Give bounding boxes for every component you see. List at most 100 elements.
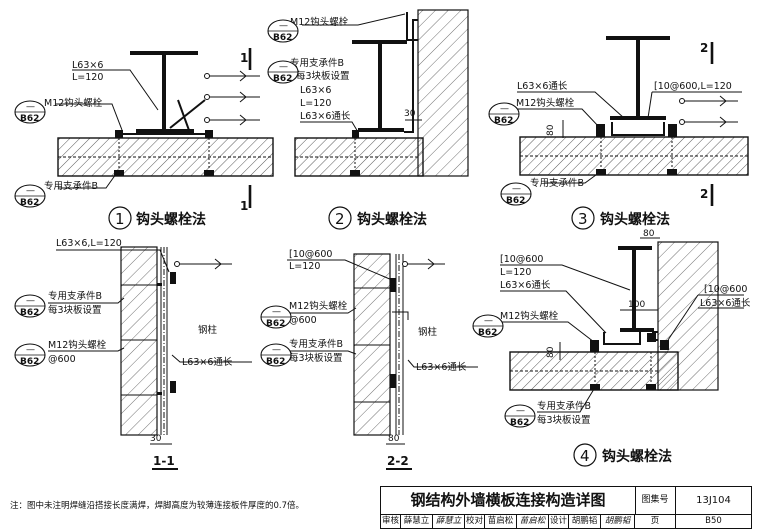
label-c10-600-l120: [10@600,L=120 xyxy=(654,81,732,92)
label-c10-600-d4-right: [10@600 xyxy=(704,284,747,295)
label-every-3-panels-s22: 每3块板设置 xyxy=(289,352,343,364)
title-block: 钢结构外墙横板连接构造详图 图集号 13J104 审核 薛慧立 薛慧立 校对 苗… xyxy=(380,486,752,529)
ref-top: — xyxy=(484,316,493,326)
detail-3: 2 2 L63×6通长 [10@600,L=120 M12钩头螺栓 — B62 … xyxy=(488,36,749,230)
atlas-number: 13J104 xyxy=(676,487,751,515)
label-m12-hook-bolt-d4: M12钩头螺栓 xyxy=(500,310,559,322)
dim-30-2: 30 xyxy=(404,109,416,119)
ref-bottom: B62 xyxy=(266,319,285,329)
section-1-1: L63×6,L=120 专用支承件B 每3块板设置 — B62 M12钩头螺栓 … xyxy=(14,238,252,470)
concrete-wall-4 xyxy=(657,241,719,391)
dim-80-s22: 80 xyxy=(388,434,400,444)
signature-row: 审核 薛慧立 薛慧立 校对 苗启松 苗启松 设计 胡鹏韬 胡鹏韬 页 B50 xyxy=(381,514,751,528)
review-label: 审核 xyxy=(381,514,401,528)
label-l63x6-long-s11: L63×6通长 xyxy=(182,356,233,368)
label-l120: L=120 xyxy=(72,72,103,83)
label-special-support-b-s22: 专用支承件B xyxy=(289,338,343,350)
designer-signature: 胡鹏韬 xyxy=(601,514,635,528)
ref-bottom: B62 xyxy=(478,328,497,338)
ref-top: — xyxy=(26,186,35,196)
detail-4-caption: 钩头螺栓法 xyxy=(602,448,672,465)
ref-bottom: B62 xyxy=(20,114,39,124)
i-beam-flange xyxy=(130,51,198,55)
label-steel-column-s11: 钢柱 xyxy=(198,324,218,336)
label-special-support-b-s11: 专用支承件B xyxy=(48,290,102,302)
section-1-1-title: 1-1 xyxy=(153,454,175,468)
section-1-1-wall xyxy=(120,246,158,436)
label-l120-2: L=120 xyxy=(300,98,331,109)
concrete-panel-3 xyxy=(519,136,749,176)
detail-4-number: 4 xyxy=(580,447,590,465)
label-at600-s11: @600 xyxy=(48,354,76,365)
label-every-3-panels-d4: 每3块板设置 xyxy=(537,414,591,426)
check-label: 校对 xyxy=(465,514,485,528)
label-l63x6-long-s22: L63×6通长 xyxy=(416,361,467,373)
design-label: 设计 xyxy=(549,514,569,528)
section-mark-2-top: 2 xyxy=(700,41,708,55)
label-at600-s22: @600 xyxy=(289,315,317,326)
label-special-support-b-d4: 专用支承件B xyxy=(537,400,591,412)
detail-1-number: 1 xyxy=(115,210,125,228)
label-m12-hook-bolt-2: M12钩头螺栓 xyxy=(290,16,349,28)
ref-top: — xyxy=(279,62,288,72)
ref-top: — xyxy=(26,296,35,306)
checker-name: 苗启松 xyxy=(485,514,517,528)
detail-2-caption: 钩头螺栓法 xyxy=(357,211,427,228)
ref-top: — xyxy=(516,406,525,416)
label-l63x6: L63×6 xyxy=(72,60,103,71)
dim-30-s11: 30 xyxy=(150,434,162,444)
ref-bottom: B62 xyxy=(20,357,39,367)
designer-name: 胡鹏韬 xyxy=(569,514,601,528)
ref-top: — xyxy=(26,345,35,355)
ref-bottom: B62 xyxy=(494,116,513,126)
section-mark-2-bottom: 2 xyxy=(700,187,708,201)
detail-4: 80 100 80 [10@600 L=120 L63×6通长 M12钩头螺栓 … xyxy=(472,229,751,467)
label-every-3-panels-2: 每3块板设置 xyxy=(296,70,350,82)
label-l120-d4: L=120 xyxy=(500,267,531,278)
label-every-3-panels-s11: 每3块板设置 xyxy=(48,304,102,316)
label-l63x6-2: L63×6 xyxy=(300,85,331,96)
label-l63x6-long-d4a: L63×6通长 xyxy=(500,279,551,291)
checker-signature: 苗启松 xyxy=(517,514,549,528)
ref-bottom: B62 xyxy=(510,418,529,428)
ref-bottom: B62 xyxy=(273,74,292,84)
ref-top: — xyxy=(272,345,281,355)
detail-2: M12钩头螺栓 — B62 专用支承件B 每3块板设置 — B62 L63×6 … xyxy=(267,9,469,230)
ref-top: — xyxy=(272,307,281,317)
page-number: B50 xyxy=(705,516,722,526)
label-special-support-b-2: 专用支承件B xyxy=(290,57,344,69)
detail-2-number: 2 xyxy=(335,210,345,228)
dim-80-4-side: 80 xyxy=(546,346,556,358)
detail-1-caption: 钩头螺栓法 xyxy=(136,211,206,228)
detail-3-caption: 钩头螺栓法 xyxy=(600,211,670,228)
ref-bottom: B62 xyxy=(273,33,292,43)
ref-top: — xyxy=(26,102,35,112)
label-m12-hook-bolt-s22: M12钩头螺栓 xyxy=(289,300,348,312)
label-c10-600-s22: [10@600 xyxy=(289,249,332,260)
ref-top: — xyxy=(500,104,509,114)
dim-80-3: 80 xyxy=(546,124,556,136)
detail-1: 1 1 L63×6 L=120 M12钩头螺栓 — B62 专用支承件B — B… xyxy=(14,48,274,230)
label-l63x6-l120-s11: L63×6,L=120 xyxy=(56,238,122,249)
ref-top: — xyxy=(279,21,288,31)
ref-top: — xyxy=(512,184,521,194)
label-steel-column-s22: 钢柱 xyxy=(418,326,438,338)
footnote: 注：图中未注明焊缝沿搭接长度满焊，焊脚高度为较薄连接板件厚度的0.7倍。 xyxy=(10,501,305,511)
section-mark-1-top: 1 xyxy=(240,51,248,65)
label-l63x6-long-3: L63×6通长 xyxy=(517,80,568,92)
ref-bottom: B62 xyxy=(506,196,525,206)
section-2-2-title: 2-2 xyxy=(387,454,409,468)
section-mark-1-bottom: 1 xyxy=(240,199,248,213)
section-2-2: [10@600 L=120 M12钩头螺栓 @600 — B62 专用支承件B … xyxy=(260,249,478,470)
label-l63x6-long-d4b: L63×6通长 xyxy=(700,297,751,309)
ref-bottom: B62 xyxy=(266,357,285,367)
label-m12-hook-bolt-s11: M12钩头螺栓 xyxy=(48,339,107,351)
drawing-title: 钢结构外墙横板连接构造详图 xyxy=(381,487,636,515)
label-c10-600-d4: [10@600 xyxy=(500,254,543,265)
page-label: 页 xyxy=(635,514,676,528)
i-beam-flange xyxy=(136,129,194,133)
label-m12-hook-bolt: M12钩头螺栓 xyxy=(44,97,103,109)
label-special-support-b-3: 专用支承件B xyxy=(530,177,584,189)
dim-80-4-top: 80 xyxy=(643,229,655,239)
